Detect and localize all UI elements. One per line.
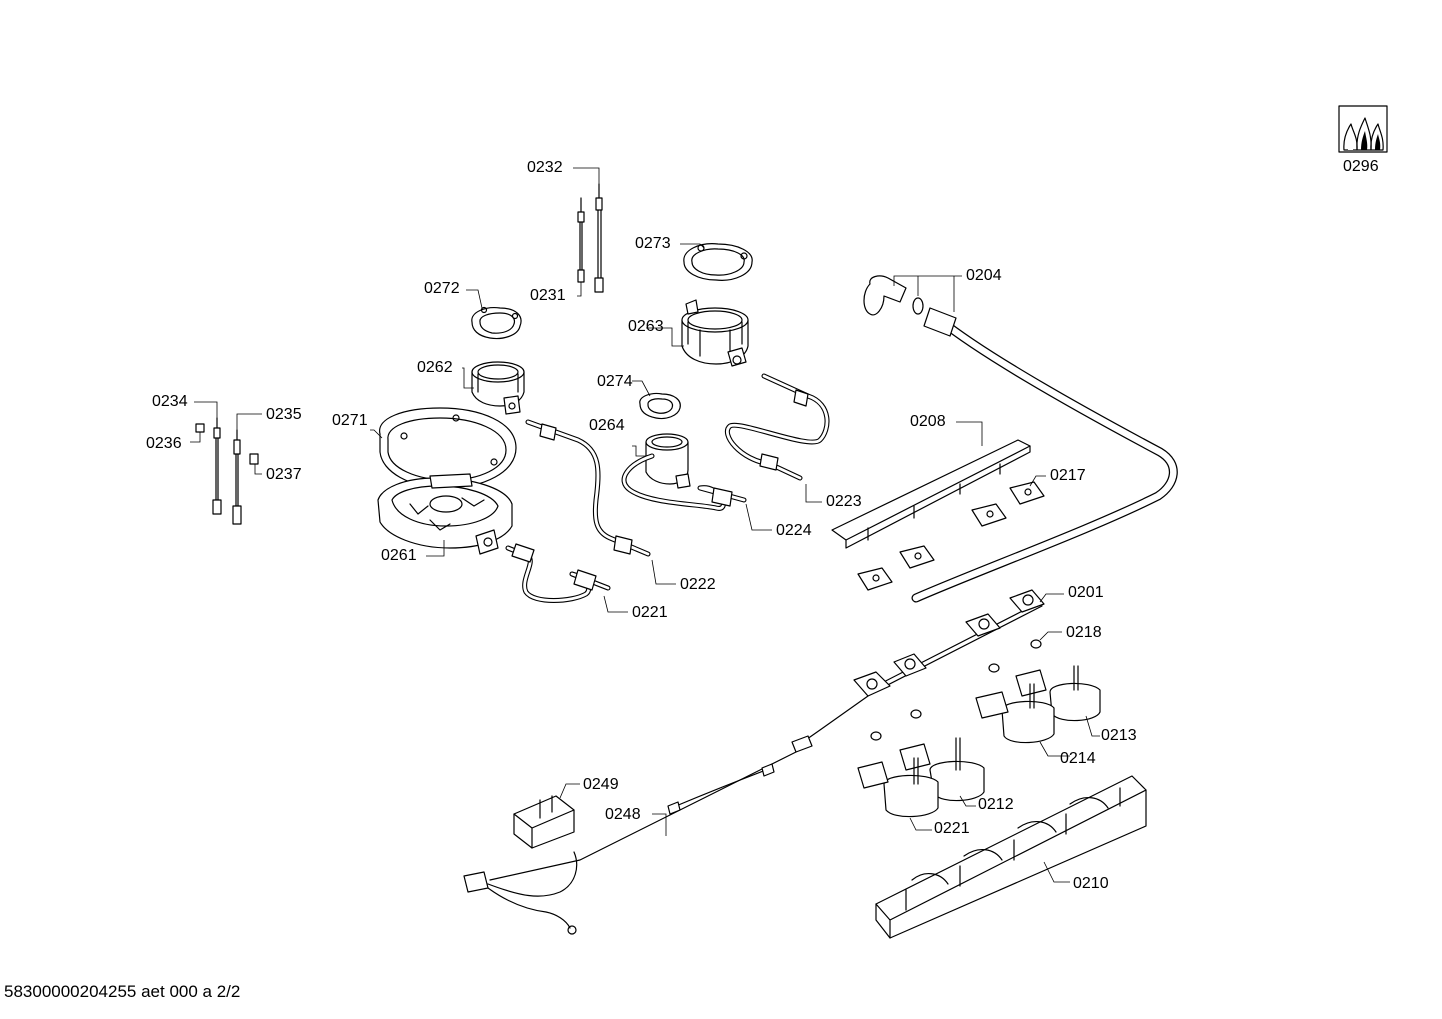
wiring-harness-0248 — [463, 763, 775, 935]
gas-pipe-0224 — [621, 453, 772, 531]
part-label-0248[interactable]: 0248 — [605, 806, 641, 823]
part-label-0264[interactable]: 0264 — [589, 417, 625, 434]
part-label-0234[interactable]: 0234 — [152, 393, 188, 410]
ignition-electrode-pair-left — [190, 401, 262, 525]
part-label-0223[interactable]: 0223 — [826, 493, 862, 510]
part-label-0262[interactable]: 0262 — [417, 359, 453, 376]
part-label-0208[interactable]: 0208 — [910, 413, 946, 430]
valve-holder-0210 — [875, 775, 1147, 939]
part-label-0221-pipe[interactable]: 0221 — [632, 604, 668, 621]
part-label-0231[interactable]: 0231 — [530, 287, 566, 304]
washer-group-0218 — [870, 631, 1062, 741]
part-label-0213[interactable]: 0213 — [1101, 727, 1137, 744]
gasket-0273 — [680, 243, 753, 281]
part-label-0221-valve[interactable]: 0221 — [934, 820, 970, 837]
gasket-0274 — [632, 380, 681, 420]
part-label-0237[interactable]: 0237 — [266, 466, 302, 483]
clip-group-0217 — [857, 475, 1046, 591]
gas-pipe-0222 — [525, 419, 676, 585]
ignition-electrode-pair-top — [573, 167, 604, 297]
burner-base-0261 — [377, 473, 513, 557]
connector-0249 — [513, 783, 580, 849]
part-label-0232[interactable]: 0232 — [527, 159, 563, 176]
part-label-0236[interactable]: 0236 — [146, 435, 182, 452]
symbol-label: 0296 — [1343, 158, 1379, 175]
gas-valve-group-0213-0214 — [975, 665, 1101, 757]
gas-pipe-0221 — [505, 543, 628, 613]
document-id: 58300000204255 aet 000 a 2/2 — [4, 982, 241, 1001]
gas-valve-group-0212-0221 — [857, 737, 985, 831]
gasket-0272 — [466, 289, 522, 340]
part-label-0204[interactable]: 0204 — [966, 267, 1002, 284]
ignition-harness-0201 — [489, 589, 1064, 881]
part-label-0272[interactable]: 0272 — [424, 280, 460, 297]
part-label-0261[interactable]: 0261 — [381, 547, 417, 564]
part-label-0274[interactable]: 0274 — [597, 373, 633, 390]
part-label-0214[interactable]: 0214 — [1060, 750, 1096, 767]
burner-base-0263 — [646, 299, 749, 367]
part-label-0235[interactable]: 0235 — [266, 406, 302, 423]
burner-base-0264 — [632, 433, 691, 489]
part-label-0273[interactable]: 0273 — [635, 235, 671, 252]
part-label-0263[interactable]: 0263 — [628, 318, 664, 335]
gas-flames-icon — [1338, 105, 1388, 153]
mounting-rail-0208 — [831, 421, 1031, 549]
gas-inlet-pipe-0204 — [863, 275, 1178, 603]
part-label-0212[interactable]: 0212 — [978, 796, 1014, 813]
part-label-0224[interactable]: 0224 — [776, 522, 812, 539]
part-label-0210[interactable]: 0210 — [1073, 875, 1109, 892]
part-label-0218[interactable]: 0218 — [1066, 624, 1102, 641]
part-label-0249[interactable]: 0249 — [583, 776, 619, 793]
part-label-0222[interactable]: 0222 — [680, 576, 716, 593]
burner-base-0262 — [462, 361, 525, 415]
part-label-0271[interactable]: 0271 — [332, 412, 368, 429]
part-label-0201[interactable]: 0201 — [1068, 584, 1104, 601]
gas-pipe-0223 — [725, 373, 830, 503]
part-label-0217[interactable]: 0217 — [1050, 467, 1086, 484]
